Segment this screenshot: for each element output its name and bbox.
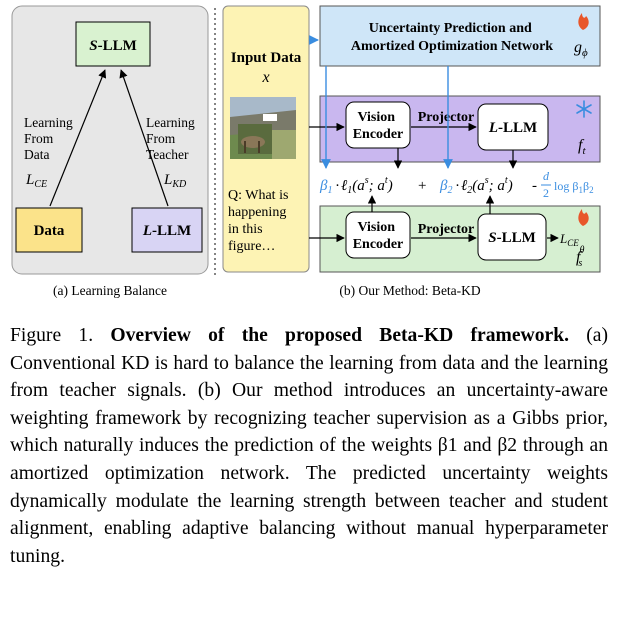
panel-a: S-LLM Data L-LLM Learning From Data LCE … [11, 5, 209, 298]
right-loss-label: LKD [163, 172, 187, 190]
student-projector-label: Projector [418, 222, 474, 237]
dot2: · [455, 178, 460, 194]
student-loss-output: LCE [559, 231, 579, 248]
input-variable: x [261, 69, 269, 86]
panel-a-background [11, 5, 209, 275]
caption-prefix: Figure 1. [10, 325, 111, 346]
arrow-teacher-to-s-llm [119, 69, 169, 207]
fraction-numerator: d [543, 169, 550, 183]
g-phi-symbol: gϕ [574, 39, 588, 59]
caption-body: (a) Conventional KD is hard to balance t… [10, 325, 608, 567]
panel-b: Input Data x Q: What is happening in thi… [222, 5, 601, 298]
snowflake-icon [576, 100, 592, 118]
flame-icon-student [578, 209, 589, 226]
left-learning-label: Learning From Data [24, 115, 76, 162]
student-s-llm-box [477, 213, 547, 261]
teacher-vision-encoder-label: Vision Encoder [353, 110, 404, 142]
input-image-thumbnail [230, 97, 296, 159]
uncertainty-network-panel [319, 5, 601, 67]
l-llm-label: L-LLM [142, 223, 191, 239]
s-llm-label: S-LLM [89, 38, 137, 54]
fraction-denominator: 2 [543, 186, 549, 200]
minus-sign: - [532, 178, 537, 194]
caption-title: Overview of the proposed Beta-KD framewo… [110, 325, 569, 346]
data-box-label: Data [34, 223, 65, 239]
f-t-symbol: ft [578, 137, 586, 157]
arrow-data-to-s-llm [49, 69, 107, 207]
plus-sign: + [418, 178, 426, 194]
input-data-title: Input Data [231, 50, 302, 66]
dot1: · [335, 178, 340, 194]
beta2-term: β2 [439, 178, 452, 196]
student-vision-encoder-box [345, 211, 411, 259]
right-learning-label: Learning From Teacher [146, 115, 198, 162]
l-llm-box [131, 207, 203, 253]
figure-caption: Figure 1. Overview of the proposed Beta-… [10, 322, 608, 570]
loss1-term: ℓ1(as; at) [341, 175, 393, 196]
left-loss-label: LCE [25, 172, 47, 190]
flame-icon [578, 13, 589, 30]
question-text: Q: What is happening in this figure… [228, 188, 292, 254]
beta-kd-loss-formula: β1 · ℓ1(as; at) + β2 · ℓ2(as; at) - d 2 … [319, 169, 594, 200]
panel-a-subcaption: (a) Learning Balance [53, 283, 167, 298]
beta-kd-figure: S-LLM Data L-LLM Learning From Data LCE … [11, 5, 601, 298]
beta1-term: β1 [319, 178, 332, 196]
data-box [15, 207, 83, 253]
panel-b-subcaption: (b) Our Method: Beta-KD [339, 283, 481, 298]
teacher-vision-encoder-box [345, 101, 411, 149]
uncertainty-network-label: Uncertainty Prediction and Amortized Opt… [351, 21, 553, 54]
s-llm-box [75, 21, 151, 67]
student-s-llm-label: S-LLM [488, 230, 536, 246]
log-beta-term: log β1β2 [554, 179, 594, 195]
loss2-term: ℓ2(as; at) [461, 175, 513, 196]
teacher-projector-label: Projector [418, 110, 474, 125]
student-vision-encoder-label: Vision Encoder [353, 220, 404, 252]
teacher-l-llm-label: L-LLM [488, 120, 537, 136]
